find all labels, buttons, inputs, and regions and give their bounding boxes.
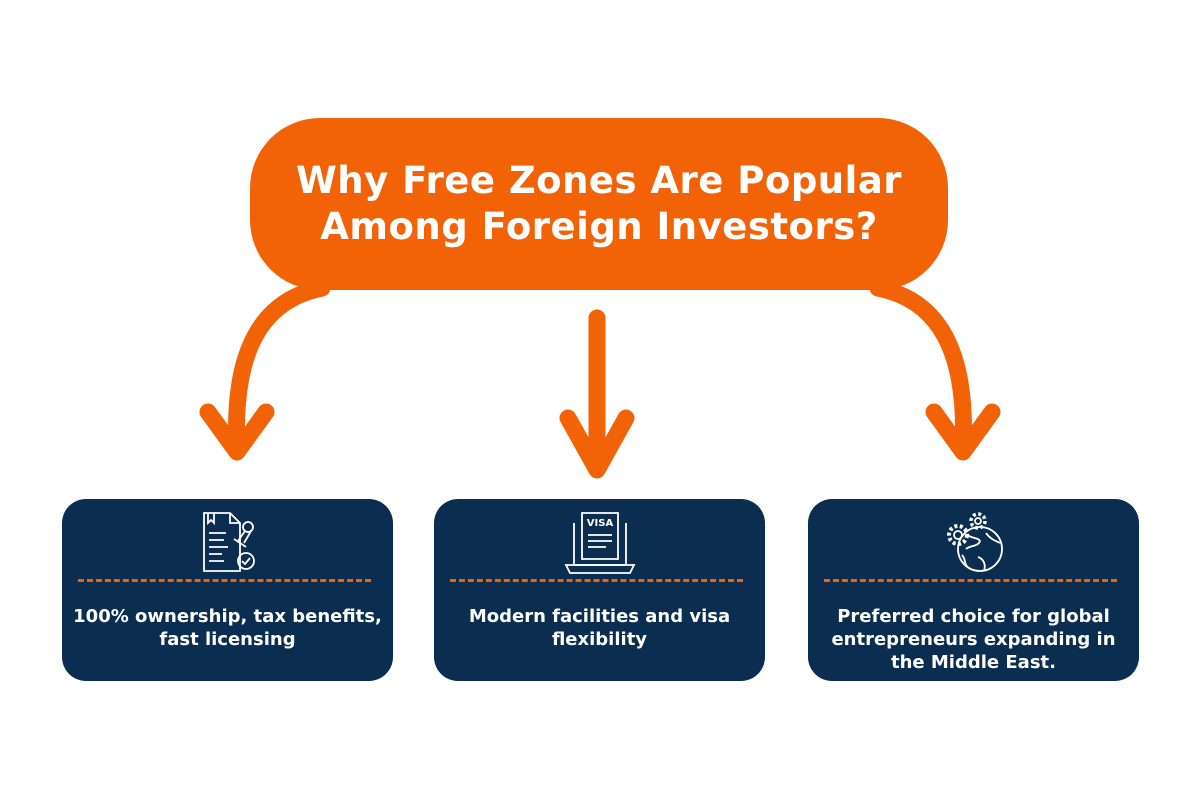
left-arrow bbox=[227, 279, 331, 459]
right-arrow bbox=[869, 279, 973, 459]
center-arrow-head bbox=[559, 409, 635, 479]
left-arrow-head bbox=[199, 403, 275, 461]
title-line-1: Why Free Zones Are Popular bbox=[295, 159, 903, 202]
visa-label: VISA bbox=[586, 518, 613, 529]
card-text: Modern facilities and visa flexibility bbox=[468, 606, 731, 650]
benefit-card-facilities: VISA Modern facilities and visa flexibil… bbox=[434, 499, 765, 681]
divider bbox=[824, 579, 1117, 582]
visa-laptop-icon: VISA bbox=[564, 512, 635, 574]
divider bbox=[78, 579, 371, 582]
divider bbox=[450, 579, 743, 582]
document-stamp-icon bbox=[202, 512, 255, 572]
page-title: Why Free Zones Are Popular Among Foreign… bbox=[296, 158, 902, 250]
globe-gears-icon bbox=[946, 512, 1003, 572]
card-text: Preferred choice for global entrepreneur… bbox=[831, 606, 1116, 673]
card-text: 100% ownership, tax benefits, fast licen… bbox=[73, 606, 382, 650]
right-arrow-head bbox=[925, 403, 1001, 461]
benefit-card-global: Preferred choice for global entrepreneur… bbox=[808, 499, 1139, 681]
title-line-2: Among Foreign Investors? bbox=[320, 205, 878, 248]
title-banner: Why Free Zones Are Popular Among Foreign… bbox=[250, 118, 948, 290]
benefit-card-ownership: 100% ownership, tax benefits, fast licen… bbox=[62, 499, 393, 681]
